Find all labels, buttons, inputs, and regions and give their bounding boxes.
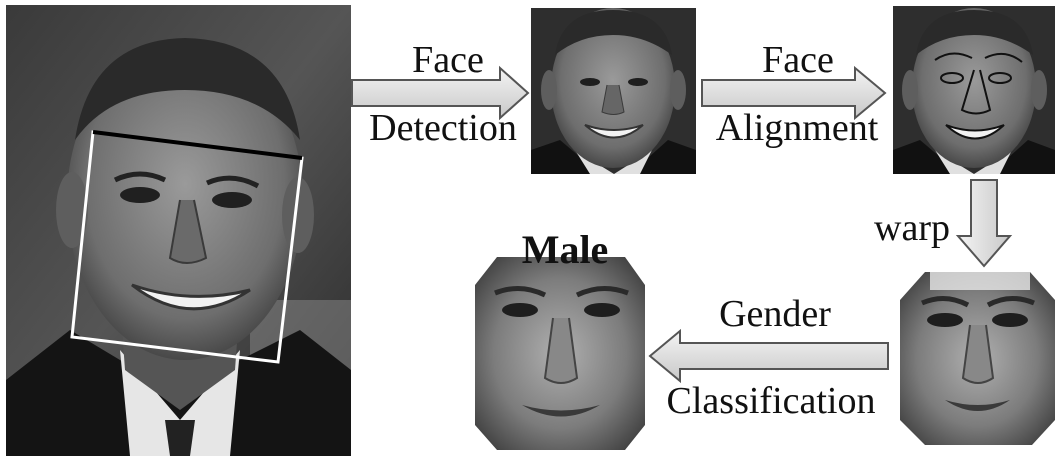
arrow-warp <box>955 179 1013 268</box>
detected-face-image <box>531 8 696 174</box>
detection-label-line1: Face <box>412 39 484 81</box>
arrow-gender-classification <box>648 328 889 384</box>
detection-label-line2: Detection <box>369 107 517 149</box>
classification-label-line2: Classification <box>667 380 876 422</box>
classification-label-line1: Gender <box>719 293 831 335</box>
result-label: Male <box>522 227 609 272</box>
classified-face-image <box>475 257 645 450</box>
alignment-label-line2: Alignment <box>716 107 879 149</box>
warped-face-image <box>900 272 1055 445</box>
warp-label: warp <box>874 207 950 249</box>
aligned-face-image <box>893 6 1055 174</box>
arrow-face-detection <box>351 65 530 121</box>
input-photo <box>6 5 351 456</box>
arrow-face-alignment <box>701 65 887 121</box>
alignment-label-line1: Face <box>762 39 834 81</box>
